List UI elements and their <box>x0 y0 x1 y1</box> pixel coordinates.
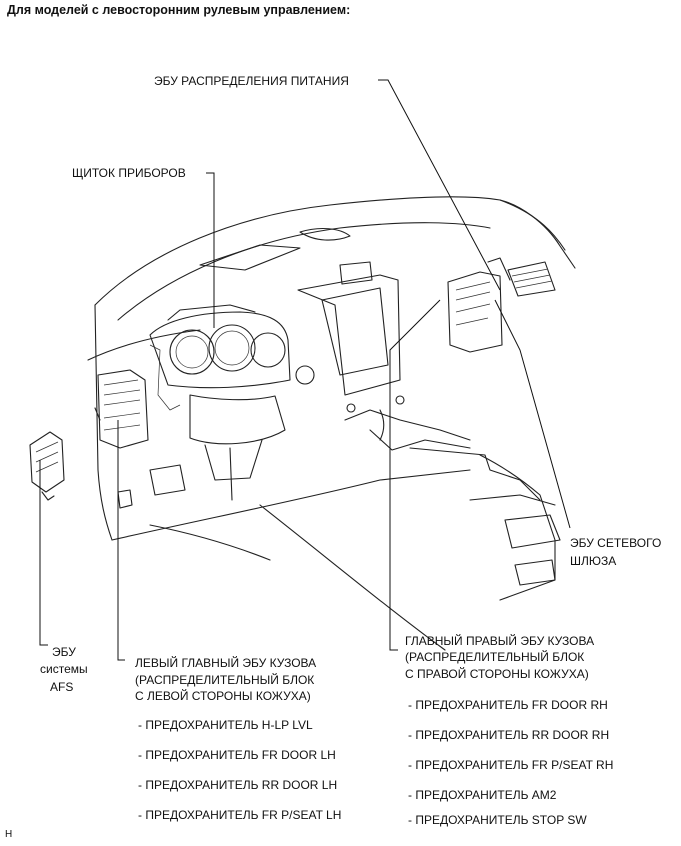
instrument-cluster-label: ЩИТОК ПРИБОРОВ <box>72 166 186 180</box>
afs-ecu-label-line3: AFS <box>50 680 74 694</box>
right-fuse-item: - ПРЕДОХРАНИТЕЛЬ FR DOOR RH <box>408 698 608 712</box>
network-gateway-ecu-label-line2: ШЛЮЗА <box>570 554 617 568</box>
page-heading: Для моделей с левосторонним рулевым упра… <box>7 3 351 17</box>
left-body-ecu-label-line3: С ЛЕВОЙ СТОРОНЫ КОЖУХА) <box>135 689 311 703</box>
power-distribution-ecu-box <box>447 257 511 353</box>
right-fuse-item: - ПРЕДОХРАНИТЕЛЬ AM2 <box>408 788 557 802</box>
left-junction-box <box>94 369 149 449</box>
left-fuse-item: - ПРЕДОХРАНИТЕЛЬ H-LP LVL <box>138 718 313 732</box>
right-vent <box>507 261 556 297</box>
afs-ecu-module <box>29 431 65 501</box>
dash-outline <box>87 196 576 541</box>
left-fuse-item: - ПРЕДОХРАНИТЕЛЬ FR P/SEAT LH <box>138 808 342 822</box>
instrument-cluster <box>149 304 291 411</box>
right-fuse-item: - ПРЕДОХРАНИТЕЛЬ STOP SW <box>408 813 587 827</box>
right-body-ecu-label-line1: ГЛАВНЫЙ ПРАВЫЙ ЭБУ КУЗОВА <box>405 634 595 648</box>
left-fuse-item: - ПРЕДОХРАНИТЕЛЬ FR DOOR LH <box>138 748 336 762</box>
left-body-ecu-label-line1: ЛЕВЫЙ ГЛАВНЫЙ ЭБУ КУЗОВА <box>135 656 317 670</box>
right-body-ecu-label-line3: С ПРАВОЙ СТОРОНЫ КОЖУХА) <box>405 667 589 681</box>
corner-mark: H <box>5 829 13 840</box>
leader-lines <box>39 79 571 661</box>
power-distribution-ecu-label: ЭБУ РАСПРЕДЕЛЕНИЯ ПИТАНИЯ <box>154 74 349 88</box>
network-gateway-ecu-label-line1: ЭБУ СЕТЕВОГО <box>570 536 662 550</box>
floor-area <box>117 464 446 651</box>
steering-column <box>189 394 286 501</box>
left-body-ecu-label-line2: (РАСПРЕДЕЛИТЕЛЬНЫЙ БЛОК <box>135 673 315 687</box>
center-console <box>295 261 561 601</box>
left-fuse-item: - ПРЕДОХРАНИТЕЛЬ RR DOOR LH <box>138 778 338 792</box>
right-fuse-item: - ПРЕДОХРАНИТЕЛЬ FR P/SEAT RH <box>408 758 614 772</box>
afs-ecu-label-line1: ЭБУ <box>52 645 76 659</box>
right-body-ecu-label-line2: (РАСПРЕДЕЛИТЕЛЬНЫЙ БЛОК <box>405 650 585 664</box>
right-fuse-item: - ПРЕДОХРАНИТЕЛЬ RR DOOR RH <box>408 728 610 742</box>
afs-ecu-label-line2: системы <box>40 662 88 676</box>
